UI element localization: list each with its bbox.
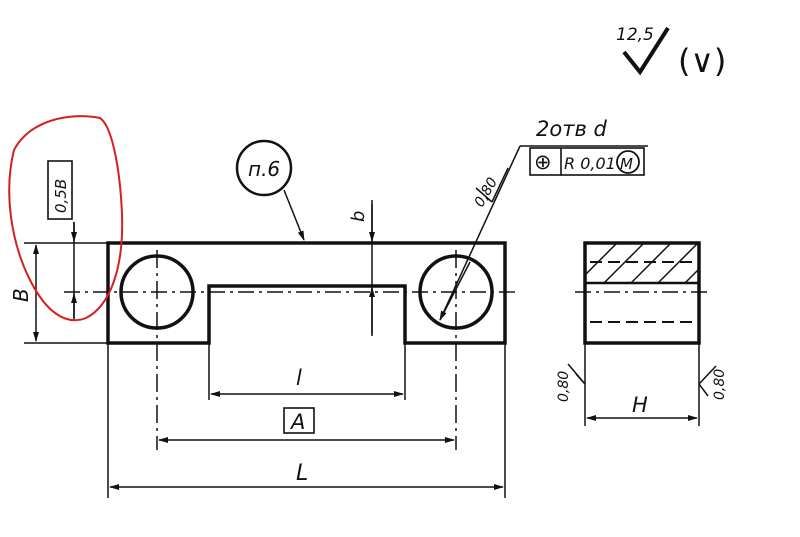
- label-A-box: [283, 407, 315, 434]
- roughness-value: 12,5: [616, 25, 654, 45]
- roughness-side-left-value: 0,80: [556, 371, 572, 402]
- tolerance-modifier: M: [620, 155, 633, 173]
- main-view: [64, 241, 520, 450]
- label-H: H: [632, 393, 648, 417]
- roughness-side-right: 0,80: [698, 365, 728, 400]
- label-b: b: [348, 211, 369, 222]
- roughness-hole: 0,80: [472, 167, 509, 210]
- label-l: l: [296, 366, 302, 390]
- side-view-outline: [583, 241, 701, 345]
- label-B: B: [9, 288, 33, 302]
- highlight-annotation: [8, 115, 124, 322]
- note-label: п.6: [248, 157, 280, 181]
- side-view: H: [575, 241, 712, 426]
- dimension-A: A: [158, 407, 455, 443]
- dimension-L: L: [109, 461, 504, 490]
- roughness-side-right-value: 0,80: [712, 369, 728, 400]
- extension-lines: [24, 242, 506, 498]
- dimension-half-B: 0,5B: [47, 160, 77, 320]
- roughness-suffix: (∨): [678, 42, 726, 80]
- label-half-B-box: [47, 160, 73, 220]
- roughness-check-icon: [622, 26, 670, 76]
- dimension-B: B: [9, 244, 39, 342]
- holes-callout: 2отв d ⊕ R 0,01 M: [439, 117, 648, 321]
- roughness-symbol-general: 12,5 (∨): [616, 25, 726, 80]
- position-tolerance-frame: ⊕ R 0,01 M: [529, 147, 645, 176]
- holes-callout-label: 2отв d: [536, 117, 607, 141]
- note-reference: п.6: [235, 139, 305, 241]
- dimension-b: b: [348, 200, 375, 336]
- label-half-B: 0,5B: [52, 179, 70, 213]
- roughness-side-left: 0,80: [556, 363, 586, 402]
- label-L: L: [296, 461, 308, 486]
- label-A: A: [289, 410, 305, 434]
- tolerance-value: R 0,01: [564, 154, 616, 173]
- position-symbol-icon: ⊕: [534, 150, 552, 174]
- dimension-l: l: [210, 366, 404, 397]
- note-circle: [235, 139, 293, 197]
